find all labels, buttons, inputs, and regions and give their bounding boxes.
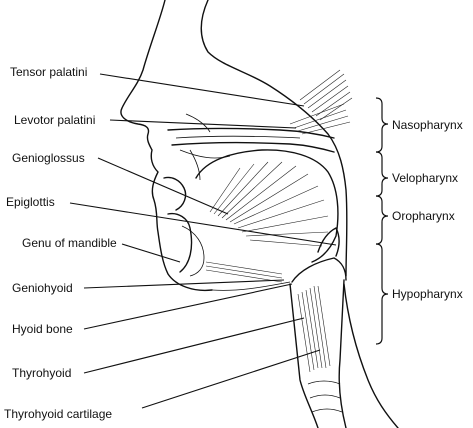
head-outline: [120, 0, 399, 428]
label-hypopharynx: Hypopharynx: [392, 287, 463, 301]
label-genioglossus: Genioglossus: [12, 151, 85, 165]
geniohyoid-muscle: [205, 261, 283, 283]
label-velopharynx: Velopharynx: [392, 171, 458, 185]
larynx: [289, 257, 347, 428]
leader-genioglossus: [97, 157, 229, 215]
mandible: [163, 149, 205, 277]
region-braces: [375, 97, 389, 345]
leader-levator-palatini: [109, 119, 297, 129]
structure-labels: Tensor palatini Levotor palatini Geniogl…: [4, 65, 117, 421]
label-geniohyoid: Geniohyoid: [12, 281, 73, 295]
label-nasopharynx: Nasopharynx: [392, 118, 463, 132]
leader-geniohyoid: [83, 279, 285, 289]
label-tensor-palatini: Tensor palatini: [10, 65, 87, 79]
region-labels: Nasopharynx Velopharynx Oropharynx Hypop…: [392, 118, 463, 301]
brace-nasopharynx: [375, 97, 389, 153]
brace-oropharynx: [375, 195, 389, 245]
tongue: [195, 149, 339, 263]
label-genu-of-mandible: Genu of mandible: [22, 236, 117, 250]
label-thyrohyoid: Thyrohyoid: [12, 366, 71, 380]
label-hyoid-bone: Hyoid bone: [12, 322, 73, 336]
label-levator-palatini: Levotor palatini: [14, 113, 95, 127]
label-epiglottis: Epiglottis: [6, 195, 55, 209]
leader-tensor-palatini: [99, 73, 305, 107]
brace-hypopharynx: [375, 243, 389, 345]
brace-velopharynx: [375, 151, 389, 197]
label-oropharynx: Oropharynx: [392, 209, 455, 223]
leader-thyrohyoid-cartilage: [141, 349, 321, 409]
leader-epiglottis: [69, 202, 337, 246]
tensor-palatini-muscle: [299, 69, 353, 121]
levator-palatini-muscle: [289, 103, 351, 135]
label-thyrohyoid-cartilage: Thyrohyoid cartilage: [4, 407, 112, 421]
leader-thyrohyoid: [83, 317, 305, 374]
leader-lines: [69, 73, 337, 409]
leader-genu-of-mandible: [121, 243, 181, 263]
leader-hyoid-bone: [83, 283, 293, 330]
palate: [167, 113, 335, 159]
